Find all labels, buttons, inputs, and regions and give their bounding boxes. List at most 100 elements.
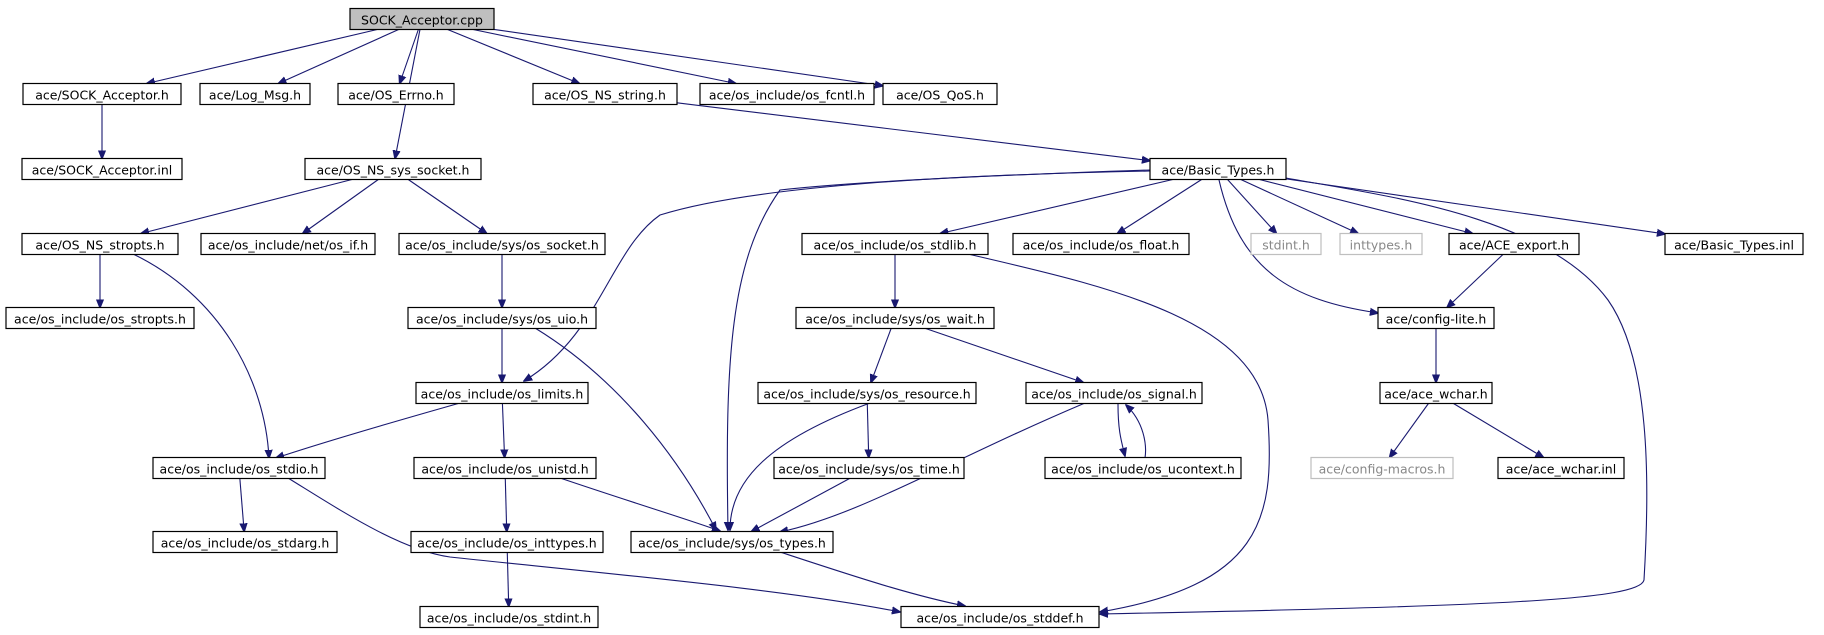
node-box[interactable] <box>1339 232 1423 256</box>
node-inttypes-sys[interactable]: inttypes.h <box>1339 232 1423 256</box>
node-qos[interactable]: ace/OS_QoS.h <box>882 82 998 106</box>
node-box[interactable] <box>1044 456 1242 480</box>
node-box[interactable] <box>532 82 678 106</box>
node-box[interactable] <box>757 381 977 405</box>
node-box[interactable] <box>1012 232 1190 256</box>
edge-basic-to-configlite <box>1218 179 1378 313</box>
node-label: ace/os_include/os_unistd.h <box>421 462 588 477</box>
node-label: ace/os_include/os_stdint.h <box>427 611 591 626</box>
node-wait[interactable]: ace/os_include/sys/os_wait.h <box>795 306 995 330</box>
node-basic-inl[interactable]: ace/Basic_Types.inl <box>1664 232 1804 256</box>
node-configmacros[interactable]: ace/config-macros.h <box>1310 456 1454 480</box>
node-stdarg[interactable]: ace/os_include/os_stdarg.h <box>152 530 338 554</box>
node-uio[interactable]: ace/os_include/sys/os_uio.h <box>407 306 597 330</box>
node-box[interactable] <box>415 381 589 405</box>
node-unistd[interactable]: ace/os_include/os_unistd.h <box>413 456 597 480</box>
node-label: ace/os_include/net/os_if.h <box>208 238 368 253</box>
node-box[interactable] <box>1250 232 1322 256</box>
edge-uio-to-systypes <box>534 327 716 530</box>
node-box[interactable] <box>199 82 311 106</box>
node-box[interactable] <box>5 306 195 330</box>
node-fcntl[interactable]: ace/os_include/os_fcntl.h <box>699 82 875 106</box>
node-label: ace/ACE_export.h <box>1459 238 1569 253</box>
node-wchar[interactable]: ace/ace_wchar.h <box>1379 381 1493 405</box>
node-box[interactable] <box>900 605 1100 629</box>
node-label: ace/os_include/os_stddef.h <box>916 611 1083 626</box>
node-box[interactable] <box>795 306 995 330</box>
node-export[interactable]: ace/ACE_export.h <box>1448 232 1580 256</box>
node-root[interactable]: SOCK_Acceptor.cpp <box>349 7 495 31</box>
node-stdint[interactable]: ace/os_include/os_stdint.h <box>419 605 599 629</box>
node-configlite[interactable]: ace/config-lite.h <box>1377 306 1495 330</box>
node-sock-h[interactable]: ace/SOCK_Acceptor.h <box>22 82 182 106</box>
node-box[interactable] <box>801 232 989 256</box>
node-box[interactable] <box>699 82 875 106</box>
node-box[interactable] <box>1025 381 1203 405</box>
node-netif[interactable]: ace/os_include/net/os_if.h <box>200 232 376 256</box>
node-label: ace/Basic_Types.h <box>1162 163 1275 178</box>
edge-root-to-logmsg <box>278 28 399 84</box>
node-ucontext[interactable]: ace/os_include/os_ucontext.h <box>1044 456 1242 480</box>
node-box[interactable] <box>21 157 183 181</box>
node-inttypes[interactable]: ace/os_include/os_inttypes.h <box>410 530 604 554</box>
node-stropts[interactable]: ace/os_include/os_stropts.h <box>5 306 195 330</box>
node-box[interactable] <box>1310 456 1454 480</box>
edge-wait-to-resource <box>871 328 892 383</box>
edge-nssock-to-netif <box>303 179 379 234</box>
node-box[interactable] <box>882 82 998 106</box>
node-label: ace/os_include/os_float.h <box>1023 238 1180 253</box>
node-stdio[interactable]: ace/os_include/os_stdio.h <box>152 456 326 480</box>
node-wchar-inl[interactable]: ace/ace_wchar.inl <box>1497 456 1625 480</box>
node-logmsg[interactable]: ace/Log_Msg.h <box>199 82 311 106</box>
node-box[interactable] <box>21 232 179 256</box>
node-label: ace/os_include/os_stdlib.h <box>814 238 977 253</box>
node-box[interactable] <box>1497 456 1625 480</box>
node-resource[interactable]: ace/os_include/sys/os_resource.h <box>757 381 977 405</box>
node-label: ace/SOCK_Acceptor.h <box>35 88 169 103</box>
node-sock-inl[interactable]: ace/SOCK_Acceptor.inl <box>21 157 183 181</box>
node-box[interactable] <box>773 456 965 480</box>
node-box[interactable] <box>349 7 495 31</box>
edge-unistd-to-inttypes <box>505 478 506 532</box>
node-box[interactable] <box>419 605 599 629</box>
node-box[interactable] <box>410 530 604 554</box>
node-stdlib[interactable]: ace/os_include/os_stdlib.h <box>801 232 989 256</box>
node-box[interactable] <box>1664 232 1804 256</box>
node-box[interactable] <box>1149 157 1287 181</box>
node-box[interactable] <box>1379 381 1493 405</box>
node-box[interactable] <box>407 306 597 330</box>
node-box[interactable] <box>1377 306 1495 330</box>
node-stddef[interactable]: ace/os_include/os_stddef.h <box>900 605 1100 629</box>
node-syssock[interactable]: ace/os_include/sys/os_socket.h <box>398 232 606 256</box>
node-label: ace/os_include/sys/os_socket.h <box>405 238 599 253</box>
edge-nsstring-to-basic <box>676 102 1150 161</box>
node-nsstring[interactable]: ace/OS_NS_string.h <box>532 82 678 106</box>
node-box[interactable] <box>152 456 326 480</box>
node-errno[interactable]: ace/OS_Errno.h <box>337 82 455 106</box>
node-stdint-sys[interactable]: stdint.h <box>1250 232 1322 256</box>
node-label: ace/os_include/os_stdarg.h <box>161 536 330 551</box>
edge-limits-to-unistd <box>502 403 504 458</box>
node-limits[interactable]: ace/os_include/os_limits.h <box>415 381 589 405</box>
node-box[interactable] <box>1448 232 1580 256</box>
node-box[interactable] <box>152 530 338 554</box>
edge-basic-to-stdint_sys <box>1227 179 1277 234</box>
node-box[interactable] <box>200 232 376 256</box>
node-float[interactable]: ace/os_include/os_float.h <box>1012 232 1190 256</box>
node-box[interactable] <box>304 157 482 181</box>
node-box[interactable] <box>22 82 182 106</box>
node-nsstropts[interactable]: ace/OS_NS_stropts.h <box>21 232 179 256</box>
edge-basic-to-inttypes_sys <box>1240 179 1358 234</box>
node-basic[interactable]: ace/Basic_Types.h <box>1149 157 1287 181</box>
node-nssock[interactable]: ace/OS_NS_sys_socket.h <box>304 157 482 181</box>
node-signal[interactable]: ace/os_include/os_signal.h <box>1025 381 1203 405</box>
node-systime[interactable]: ace/os_include/sys/os_time.h <box>773 456 965 480</box>
node-box[interactable] <box>630 530 834 554</box>
node-box[interactable] <box>413 456 597 480</box>
node-systypes[interactable]: ace/os_include/sys/os_types.h <box>630 530 834 554</box>
node-label: ace/os_include/sys/os_uio.h <box>416 312 588 327</box>
node-label: ace/os_include/os_stdio.h <box>160 462 319 477</box>
node-box[interactable] <box>337 82 455 106</box>
node-label: ace/os_include/os_fcntl.h <box>709 88 865 103</box>
node-box[interactable] <box>398 232 606 256</box>
